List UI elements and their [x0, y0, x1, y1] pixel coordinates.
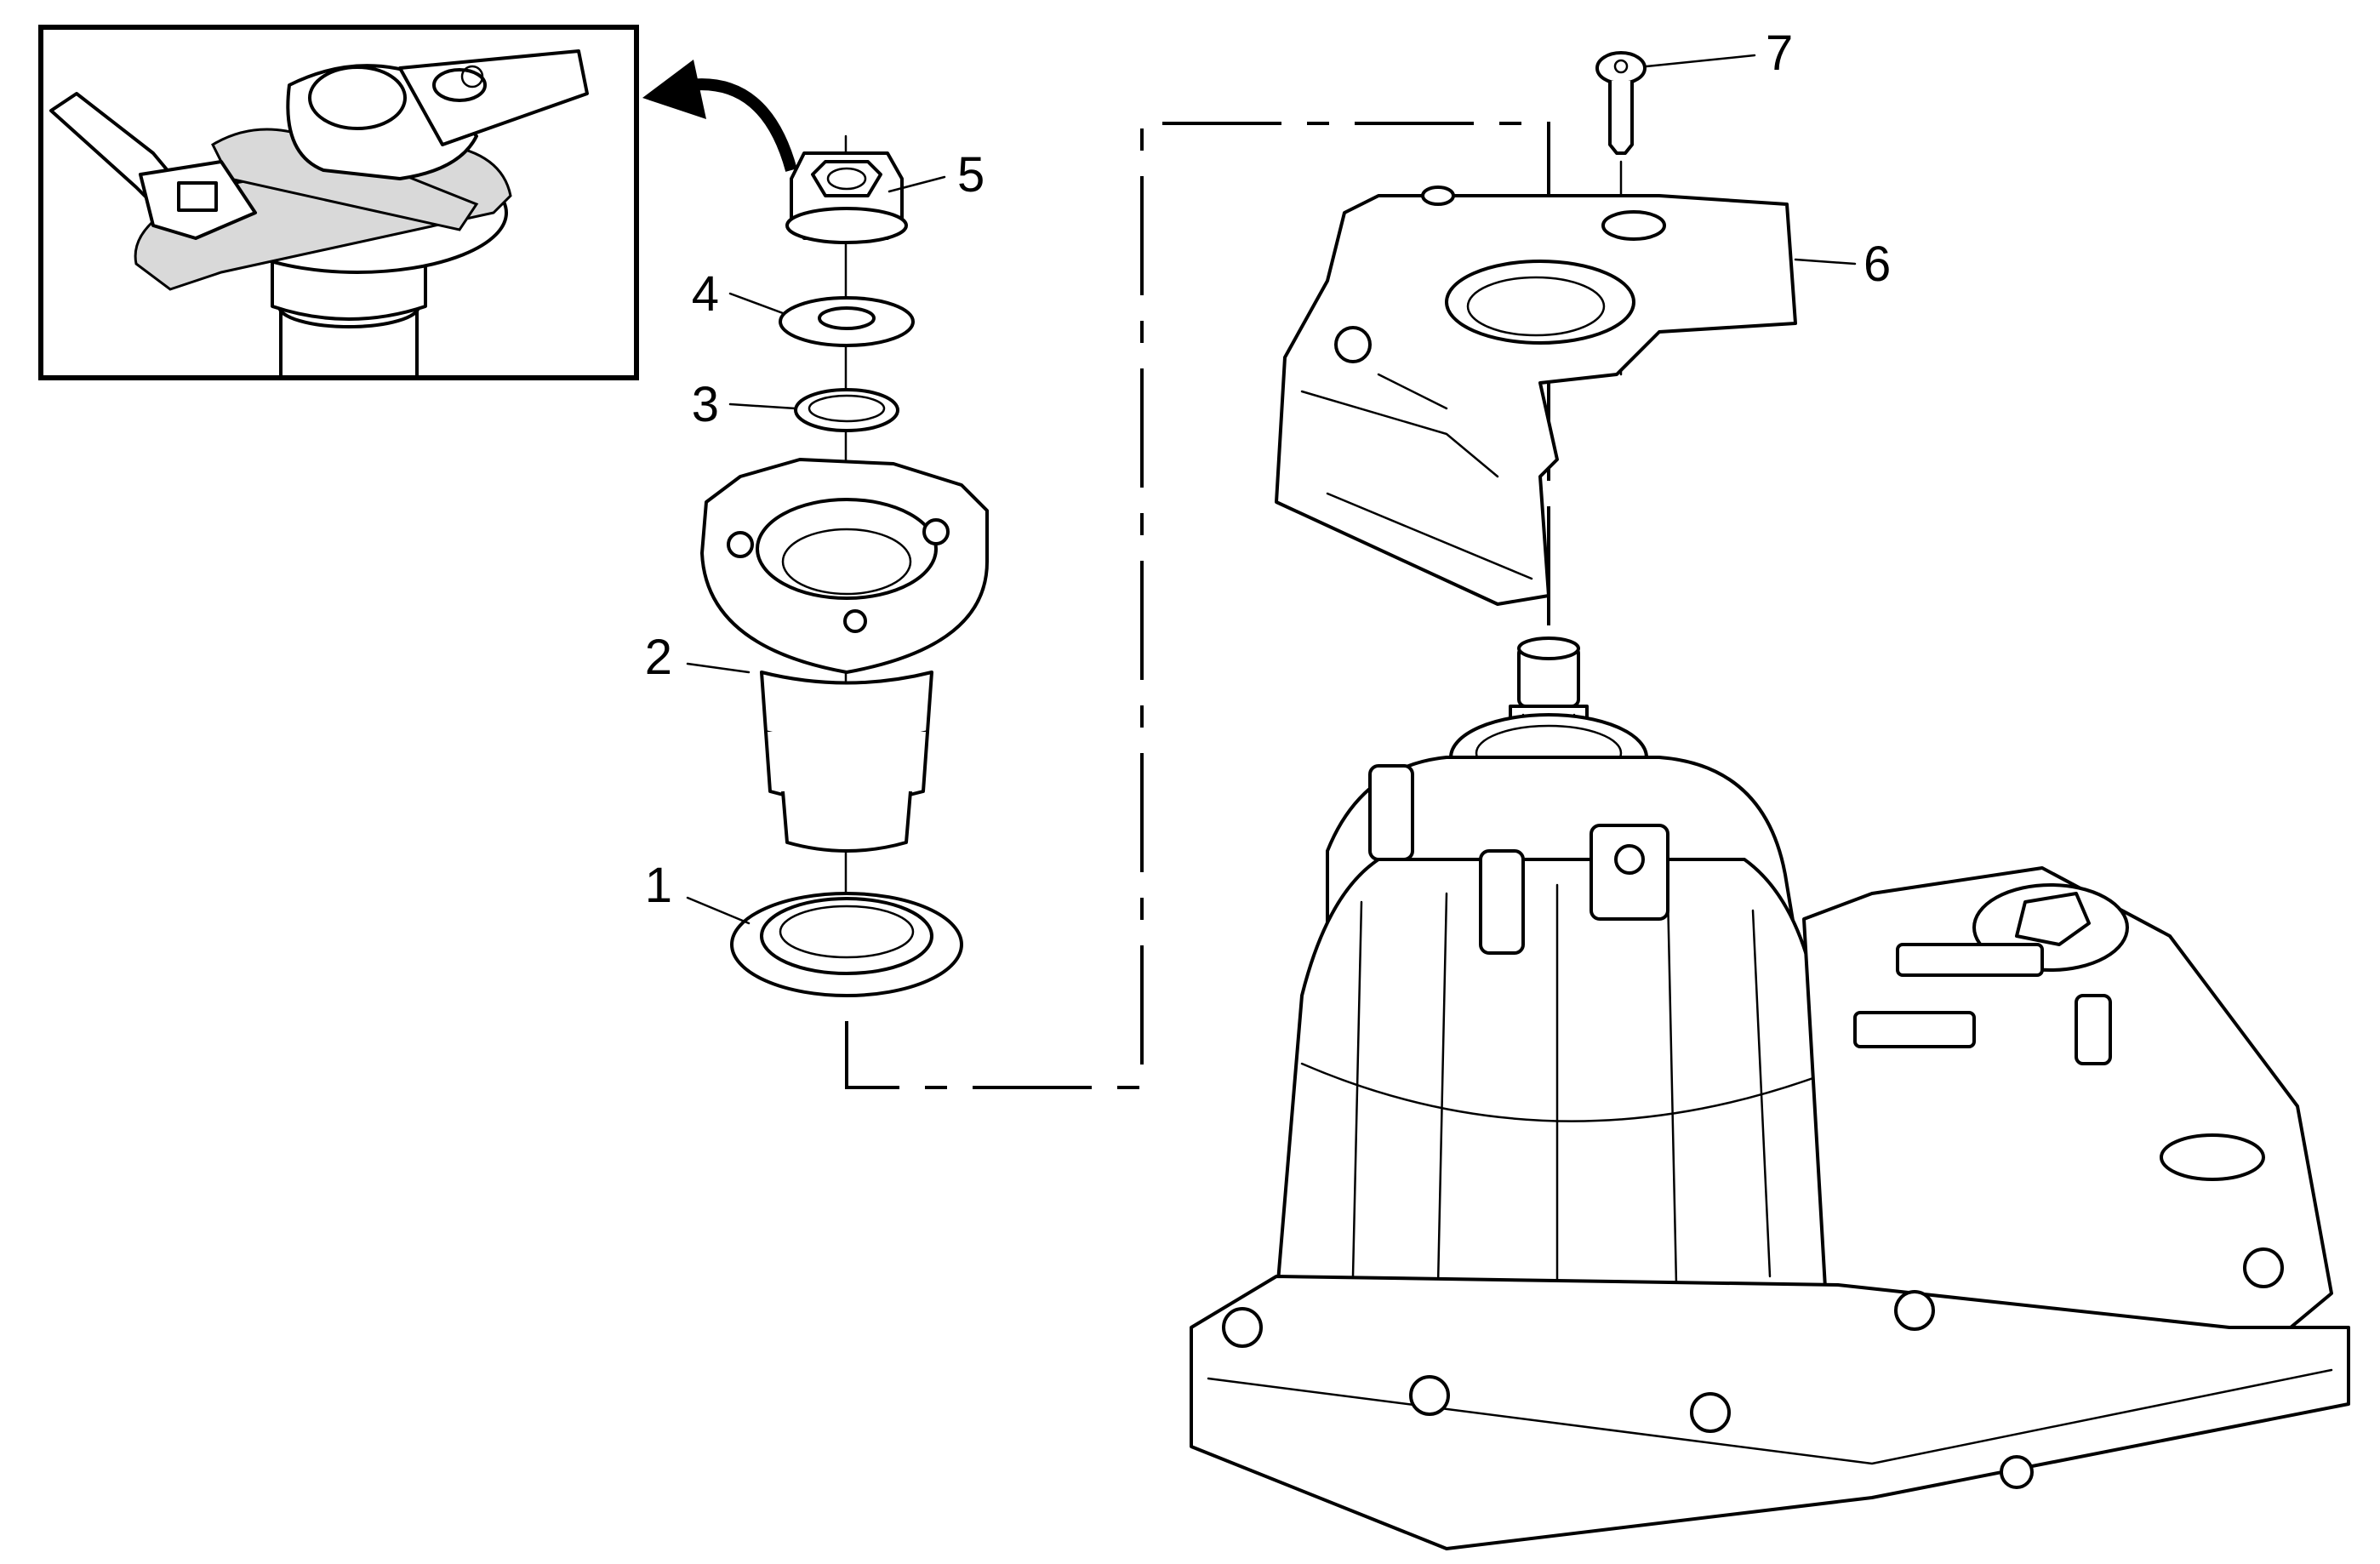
callout-3: 3: [692, 377, 719, 432]
wrench-holding-tool-icon: [49, 49, 589, 378]
curved-arrow-icon: [642, 60, 797, 172]
inset-detail: [38, 25, 639, 380]
part-6-bracket: [1275, 186, 1797, 606]
callout-2: 2: [645, 630, 672, 685]
part-1-seal: [730, 892, 963, 997]
callout-6: 6: [1863, 237, 1891, 292]
part-2-flange: [700, 458, 989, 853]
callout-1: 1: [645, 858, 672, 913]
callout-5: 5: [957, 147, 985, 203]
transfer-case-housing: [1190, 636, 2350, 1550]
part-3-seal: [794, 388, 899, 432]
callout-4: 4: [692, 266, 719, 322]
leader-lines: [686, 54, 1857, 925]
callout-7: 7: [1766, 26, 1793, 81]
part-5-nut: [785, 151, 908, 244]
part-4-washer: [779, 296, 915, 347]
